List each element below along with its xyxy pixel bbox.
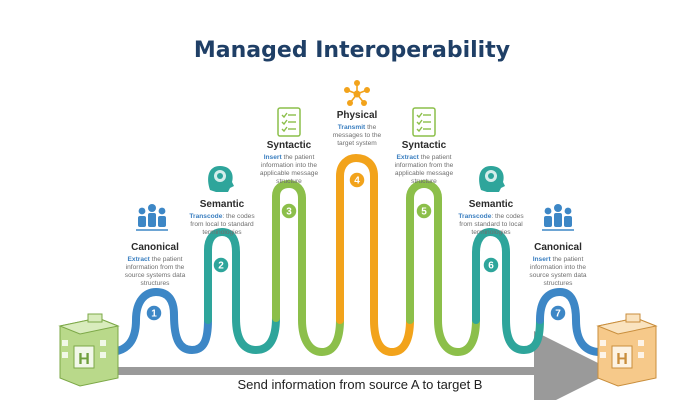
step-description: source system data: [529, 272, 587, 279]
step-number: 3: [286, 207, 292, 218]
diagram-title: Managed Interoperability: [194, 38, 510, 63]
step-description: Extract the patient: [128, 256, 183, 263]
step-number-badge: 6: [482, 256, 500, 274]
brain-head-icon: [479, 166, 505, 192]
step-keyword: Transmit: [338, 124, 366, 131]
step-keyword: Transcode: [458, 213, 491, 220]
step-description: applicable message: [395, 170, 454, 177]
step-description: target system: [337, 140, 377, 147]
step-description: information from the: [395, 162, 454, 169]
step-description: information into the: [530, 264, 586, 271]
step-description: structures: [141, 280, 171, 287]
step-description: structures: [544, 280, 574, 287]
brain-head-icon: [208, 166, 234, 192]
step-number: 2: [218, 261, 224, 272]
step-description: source systems data: [125, 272, 186, 279]
path-segment-orange: [336, 153, 414, 357]
step-description: Transmit the: [338, 124, 377, 131]
step-title: Syntactic: [267, 140, 312, 151]
step-number-badge: 2: [212, 256, 230, 274]
step-keyword: Transcode: [189, 213, 222, 220]
step-description: from local to standard: [190, 221, 254, 228]
step-number-badge: 1: [145, 304, 163, 322]
path-segment-blue-left: [104, 287, 212, 356]
step-keyword: Insert: [533, 256, 552, 263]
step-number: 6: [488, 261, 494, 272]
network-icon: [344, 80, 370, 106]
path-segment-teal-right: [472, 227, 544, 355]
step-keyword: Extract: [128, 256, 151, 263]
path-segment-green-left: [272, 179, 344, 357]
step-title: Canonical: [534, 242, 582, 253]
step-number-badge: 5: [415, 202, 433, 220]
source-hospital-building: H: [58, 313, 120, 387]
step-title: Canonical: [131, 242, 179, 253]
step-description: Extract the patient: [397, 154, 452, 161]
step-number: 1: [151, 309, 157, 320]
step-description: messages to the: [333, 132, 382, 139]
step-description: Insert the patient: [264, 154, 315, 161]
path-segment-green-right: [406, 179, 480, 357]
step-description: structure: [276, 178, 302, 185]
step-number: 4: [354, 176, 360, 187]
step-keyword: Insert: [264, 154, 283, 161]
step-number: 5: [421, 207, 427, 218]
target-building-letter: H: [616, 351, 628, 368]
people-icon: [136, 204, 168, 231]
step-title: Semantic: [469, 199, 514, 210]
step-description: Transcode: the codes: [458, 213, 524, 220]
step-title: Semantic: [200, 199, 245, 210]
step-description: from standard to local: [459, 221, 523, 228]
step-description: information into the: [261, 162, 317, 169]
step-description: applicable message: [260, 170, 319, 177]
step-description: terminologies: [471, 229, 511, 236]
step-title: Physical: [337, 110, 378, 121]
path-segment-teal-left: [204, 227, 280, 355]
target-hospital-building: H: [596, 313, 658, 387]
step-number-badge: 4: [348, 171, 366, 189]
source-building-letter: H: [78, 351, 90, 368]
step-number: 7: [555, 309, 561, 320]
step-description: information from the: [126, 264, 185, 271]
flow-caption: Send information from source A to target…: [238, 377, 483, 392]
step-keyword: Extract: [397, 154, 420, 161]
path-segment-blue-right: [536, 287, 604, 356]
step-number-badge: 7: [549, 304, 567, 322]
step-number-badge: 3: [280, 202, 298, 220]
step-description: Insert the patient: [533, 256, 584, 263]
step-description: Transcode: the codes: [189, 213, 255, 220]
checklist-icon: [277, 107, 301, 137]
step-description: terminologies: [202, 229, 242, 236]
people-icon: [542, 204, 574, 231]
step-description: structure: [411, 178, 437, 185]
checklist-icon: [412, 107, 436, 137]
step-title: Syntactic: [402, 140, 447, 151]
